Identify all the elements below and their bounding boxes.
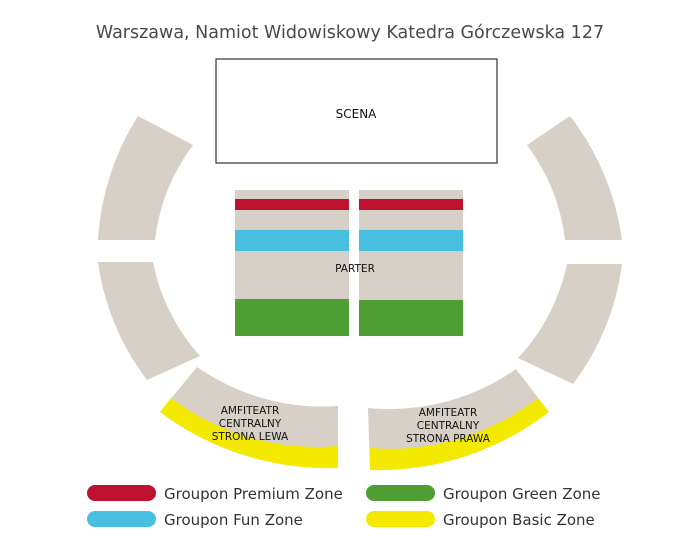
stage[interactable]: [215, 58, 498, 164]
section-right-lower[interactable]: [518, 264, 622, 384]
legend-swatch-basic: [366, 511, 435, 527]
zone-fun-left[interactable]: [235, 230, 349, 251]
legend-swatch-fun: [87, 511, 156, 527]
zone-green-right[interactable]: [359, 300, 463, 336]
zone-green-left[interactable]: [235, 299, 349, 336]
section-amfiteatr-left[interactable]: [160, 367, 338, 469]
parter-label: PARTER: [335, 263, 375, 275]
amfiteatr-right-line3: STRONA PRAWA: [406, 433, 491, 445]
legend-label-basic: Groupon Basic Zone: [443, 511, 595, 529]
stage-label: SCENA: [336, 107, 378, 121]
venue-title: Warszawa, Namiot Widowiskowy Katedra Gór…: [96, 23, 604, 43]
amfiteatr-left-line2: CENTRALNY: [219, 418, 282, 430]
amfiteatr-right-line1: AMFITEATR: [419, 407, 478, 419]
zone-basic-right[interactable]: [370, 398, 549, 471]
zone-premium-right[interactable]: [359, 199, 463, 210]
amfiteatr-left-line3: STRONA LEWA: [212, 431, 289, 443]
zone-fun-right[interactable]: [359, 230, 463, 251]
legend-swatch-premium: [87, 485, 156, 501]
legend-label-fun: Groupon Fun Zone: [164, 511, 303, 529]
section-right-upper[interactable]: [527, 116, 622, 240]
section-amfiteatr-right[interactable]: [368, 369, 549, 471]
zone-premium-left[interactable]: [235, 199, 349, 210]
legend-label-green: Groupon Green Zone: [443, 485, 601, 503]
amfiteatr-right-line2: CENTRALNY: [417, 420, 480, 432]
section-left-upper[interactable]: [98, 116, 193, 240]
legend-label-premium: Groupon Premium Zone: [164, 485, 343, 503]
legend-swatch-green: [366, 485, 435, 501]
zone-basic-left[interactable]: [160, 398, 338, 469]
legend: Groupon Premium Zone Groupon Green Zone …: [87, 485, 601, 529]
amfiteatr-left-line1: AMFITEATR: [221, 405, 280, 417]
section-left-lower[interactable]: [98, 262, 200, 380]
